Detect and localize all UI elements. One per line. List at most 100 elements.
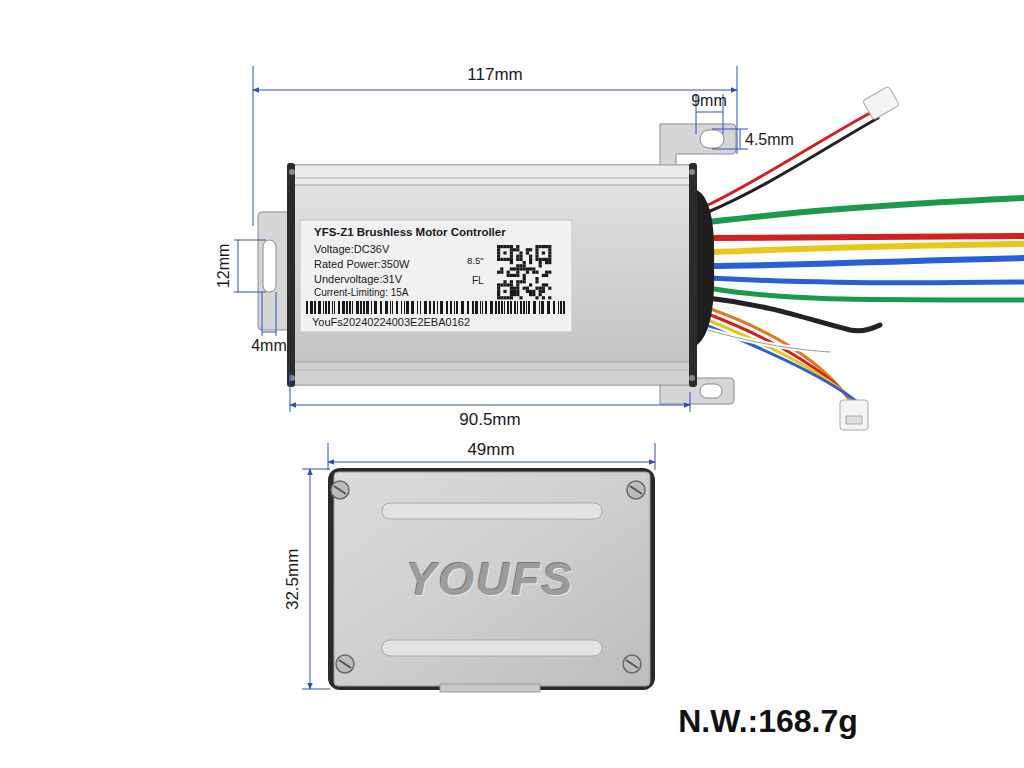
qr-module xyxy=(539,287,542,290)
barcode-bar xyxy=(553,301,555,314)
barcode-bar xyxy=(528,301,530,314)
qr-module xyxy=(510,287,513,290)
qr-module xyxy=(507,283,510,286)
qr-module xyxy=(548,261,551,264)
qr-module xyxy=(510,296,513,299)
barcode-bar xyxy=(356,301,359,314)
barcode-bar xyxy=(446,301,448,314)
qr-module xyxy=(510,267,513,270)
barcode-bar xyxy=(342,301,345,314)
barcode-bar xyxy=(374,301,377,314)
qr-module xyxy=(548,255,551,258)
qr-module xyxy=(542,283,545,286)
qr-module xyxy=(542,290,545,293)
barcode-bar xyxy=(480,301,481,314)
barcode-bar xyxy=(541,301,544,314)
barcode-bar xyxy=(472,301,474,314)
barcode-bar xyxy=(363,301,365,314)
qr-module xyxy=(510,258,513,261)
embossed-logo: YOUFS xyxy=(406,554,574,605)
qr-module xyxy=(535,245,538,248)
qr-module xyxy=(500,271,503,274)
qr-module xyxy=(535,248,538,251)
qr-module xyxy=(542,287,545,290)
barcode-bar xyxy=(401,301,402,314)
qr-module xyxy=(497,255,500,258)
wire-bundle xyxy=(708,112,1024,404)
qr-module xyxy=(516,255,519,258)
qr-module xyxy=(539,258,542,261)
qr-module xyxy=(548,245,551,248)
qr-module xyxy=(510,293,513,296)
qr-module xyxy=(529,261,532,264)
qr-module xyxy=(523,280,526,283)
barcode-bar xyxy=(526,301,527,314)
dimension-label: 9mm xyxy=(691,92,727,110)
qr-module xyxy=(497,258,500,261)
qr-module xyxy=(510,251,513,254)
screw xyxy=(331,481,645,673)
sticker-text: Current-Limiting: 15A xyxy=(314,287,408,298)
qr-module xyxy=(545,245,548,248)
dimension-label: 4.5mm xyxy=(745,131,794,149)
qr-module xyxy=(548,258,551,261)
qr-module xyxy=(507,274,510,277)
qr-module xyxy=(510,283,513,286)
barcode-bar xyxy=(323,301,324,314)
qr-module xyxy=(548,248,551,251)
qr-module xyxy=(545,271,548,274)
qr-module xyxy=(513,274,516,277)
barcode-bar xyxy=(352,301,353,314)
qr-module xyxy=(497,271,500,274)
barcode-bar xyxy=(325,301,327,314)
qr-module xyxy=(510,245,513,248)
qr-module xyxy=(516,274,519,277)
qr-module xyxy=(497,283,500,286)
qr-module xyxy=(535,258,538,261)
barcode-bar xyxy=(498,301,500,314)
qr-module xyxy=(542,258,545,261)
qr-module xyxy=(523,274,526,277)
qr-module xyxy=(542,296,545,299)
qr-module xyxy=(539,261,542,264)
barcode-bar xyxy=(318,301,321,314)
qr-module xyxy=(507,271,510,274)
qr-module xyxy=(532,290,535,293)
qr-module xyxy=(513,290,516,293)
qr-module xyxy=(529,255,532,258)
qr-module xyxy=(516,248,519,251)
qr-code xyxy=(497,245,551,299)
barcode-bar xyxy=(454,301,455,314)
qr-module xyxy=(523,264,526,267)
dimension-label: 90.5mm xyxy=(459,411,520,430)
qr-module xyxy=(497,296,500,299)
qr-module xyxy=(532,271,535,274)
qr-module xyxy=(523,267,526,270)
sticker-text: FL xyxy=(472,275,484,286)
qr-module xyxy=(516,293,519,296)
dimension-label: 117mm xyxy=(467,66,522,85)
product-sticker: YFS-Z1 Brushless Motor ControllerVoltage… xyxy=(300,220,572,332)
barcode-bar xyxy=(514,301,516,314)
barcode-bar xyxy=(396,301,398,314)
barcode-bar xyxy=(482,301,483,314)
sticker-text: Rated Power:350W xyxy=(314,258,409,270)
qr-module xyxy=(529,248,532,251)
qr-module xyxy=(497,290,500,293)
qr-module xyxy=(497,293,500,296)
barcode-bar xyxy=(523,301,525,314)
net-weight-label: N.W.:168.7g xyxy=(678,704,858,739)
barcode-bar xyxy=(411,301,414,314)
barcode-bar xyxy=(517,301,518,314)
qr-module xyxy=(535,296,538,299)
qr-module xyxy=(510,255,513,258)
dimension-label: 49mm xyxy=(467,441,514,460)
barcode-bar xyxy=(533,301,536,314)
qr-module xyxy=(539,245,542,248)
qr-module xyxy=(507,296,510,299)
qr-module xyxy=(529,283,532,286)
qr-module xyxy=(503,245,506,248)
qr-module xyxy=(529,258,532,261)
barcode-bar xyxy=(334,301,335,314)
